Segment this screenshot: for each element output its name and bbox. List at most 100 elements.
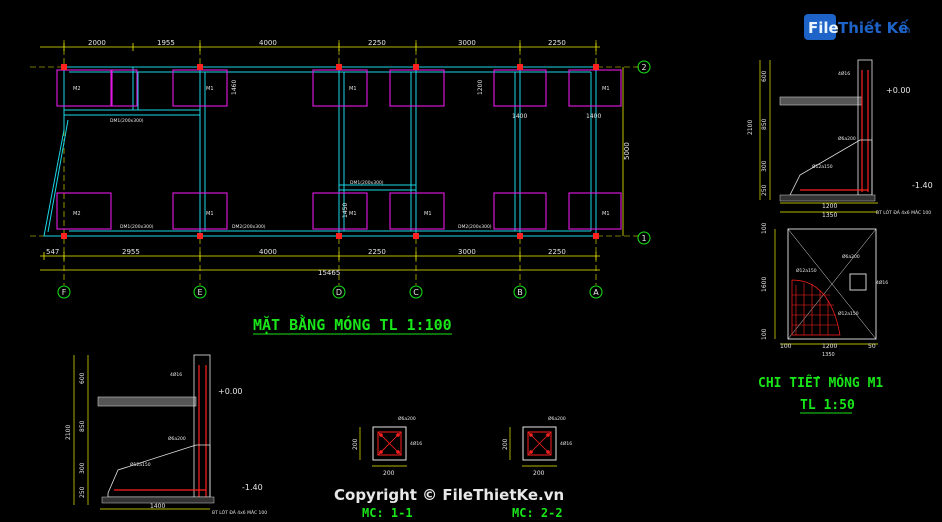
fp-rebar: Ø12a150 — [838, 310, 859, 317]
mc11-label: MC: 1-1 — [362, 506, 413, 520]
foundation-plan: 2000 1955 4000 2250 3000 2250 547 2955 4… — [30, 39, 651, 335]
top-dim-4: 2250 — [368, 39, 386, 47]
section-right: +0.00 -1.40 600 2100 850 300 250 1200 13… — [747, 59, 933, 219]
axis-label-c: C — [413, 288, 419, 297]
fp-rebar: 4Ø16 — [876, 279, 888, 286]
fp-dim-h: 100 — [780, 343, 792, 350]
beam-label: DM1(200x300) — [120, 224, 154, 230]
right-dim-h: 1350 — [822, 212, 837, 219]
right-dim-v: 250 — [761, 184, 768, 196]
fp-dim-v: 100 — [761, 222, 768, 234]
top-dim-6: 2250 — [548, 39, 566, 47]
fp-dim-h: 50 — [868, 343, 876, 350]
top-dim-2: 1955 — [157, 39, 175, 47]
fp-rebar: Ø6a200 — [842, 253, 860, 260]
mc22-rebar: 4Ø16 — [560, 440, 572, 447]
footing-plan-detail: 100 1600 100 100 1200 50 1350 Ø12a150 Ø6… — [758, 222, 888, 414]
axis-label-a: A — [593, 288, 599, 297]
right-dim-v: 600 — [761, 70, 768, 82]
mc22-label: MC: 2-2 — [512, 506, 563, 520]
mc-1-1: 200 200 Ø6a200 4Ø16 MC: 1-1 — [352, 415, 422, 520]
left-rebar: Ø6a200 — [168, 435, 186, 442]
left-rebar: 4Ø16 — [170, 371, 182, 378]
columns — [61, 64, 599, 239]
bottom-dim-5: 3000 — [458, 248, 476, 256]
right-note: BT LÓT ĐÁ 4x6 MÁC 100 — [876, 209, 931, 216]
dim-1450: 1450 — [342, 203, 349, 218]
footing-label: M1 — [349, 211, 357, 217]
left-rebar: Ø12a150 — [130, 461, 151, 468]
detail-title-1: CHI TIẾT MÓNG M1 — [758, 375, 883, 391]
left-elev-140: -1.40 — [242, 483, 263, 492]
bottom-dim-2: 2955 — [122, 248, 140, 256]
dim-1200: 1200 — [477, 80, 484, 95]
mc11-dim-v: 200 — [352, 438, 359, 450]
dim-1460: 1460 — [231, 80, 238, 95]
plan-title: MẶT BẰNG MÓNG TL 1:100 — [253, 314, 452, 334]
beam-label: DM1(200x300) — [350, 180, 384, 186]
fp-rebar: Ø12a150 — [796, 267, 817, 274]
left-dim-v: 600 — [79, 372, 86, 384]
right-elev-140: -1.40 — [912, 181, 933, 190]
footing-label: M2 — [73, 211, 81, 217]
beam-label: DM1(200x300) — [110, 118, 144, 124]
axis-label-f: F — [62, 288, 67, 297]
beam-label: DM2(200x300) — [232, 224, 266, 230]
fp-dim-v: 1600 — [761, 277, 768, 292]
mc11-rebar: 4Ø16 — [410, 440, 422, 447]
mc22-dim-v: 200 — [502, 438, 509, 450]
logo-suffix: .vn — [895, 25, 910, 36]
section-left: +0.00 -1.40 600 2100 850 300 250 1400 BT… — [65, 354, 267, 516]
logo-badge — [804, 14, 836, 40]
mc-2-2: 200 200 Ø6a200 4Ø16 MC: 2-2 — [502, 415, 572, 520]
bottom-dim-4: 2250 — [368, 248, 386, 256]
left-dim-v: 2100 — [65, 425, 72, 440]
copyright-text: Copyright © FileThietKe.vn — [334, 486, 564, 504]
axis-label-e: E — [197, 288, 202, 297]
footing-label: M1 — [206, 211, 214, 217]
bottom-dim-6: 2250 — [548, 248, 566, 256]
fp-dim-total: 1350 — [822, 352, 835, 358]
fp-dim-v: 100 — [761, 328, 768, 340]
top-dim-5: 3000 — [458, 39, 476, 47]
logo-file-text: File — [808, 19, 839, 37]
left-dim-v: 250 — [79, 486, 86, 498]
right-rebar: Ø12a150 — [812, 163, 833, 170]
right-dim-v: 300 — [761, 160, 768, 172]
top-dim-3: 4000 — [259, 39, 277, 47]
footing-label: M1 — [349, 86, 357, 92]
left-elev-0: +0.00 — [218, 387, 243, 396]
fp-dim-h: 1200 — [822, 343, 837, 350]
footing-label: M1 — [206, 86, 214, 92]
dim-1400: 1400 — [512, 113, 527, 120]
detail-title-2: TL 1:50 — [800, 398, 855, 413]
mc22-dim: 200 — [533, 470, 545, 477]
axis-label-d: D — [336, 288, 342, 297]
logo: File Thiết Kế .vn — [804, 14, 910, 40]
right-dim-v: 850 — [761, 118, 768, 130]
mc11-dim: 200 — [383, 470, 395, 477]
footing-label: M1 — [424, 211, 432, 217]
footing-label: M1 — [602, 86, 610, 92]
mc11-rebar: Ø6a200 — [398, 415, 416, 422]
left-dim-v: 850 — [79, 420, 86, 432]
side-dim: 5000 — [623, 142, 631, 160]
top-dim-1: 2000 — [88, 39, 106, 47]
logo-thietke-text: Thiết Kế — [838, 18, 909, 37]
total-dim: 15465 — [318, 269, 340, 277]
footing-label: M1 — [602, 211, 610, 217]
axis-label-b: B — [517, 288, 523, 297]
left-note: BT LÓT ĐÁ 4x6 MÁC 100 — [212, 509, 267, 516]
right-elev-0: +0.00 — [886, 86, 911, 95]
left-dim-base: 1400 — [150, 503, 165, 510]
bottom-dim-3: 4000 — [259, 248, 277, 256]
left-dim-v: 300 — [79, 462, 86, 474]
right-dim-h: 1200 — [822, 203, 837, 210]
right-dim-v: 2100 — [747, 120, 754, 135]
axis-label-2: 2 — [641, 63, 646, 72]
footing-label: M2 — [73, 86, 81, 92]
right-rebar: 4Ø16 — [838, 70, 850, 77]
beam-label: DM2(200x300) — [458, 224, 492, 230]
